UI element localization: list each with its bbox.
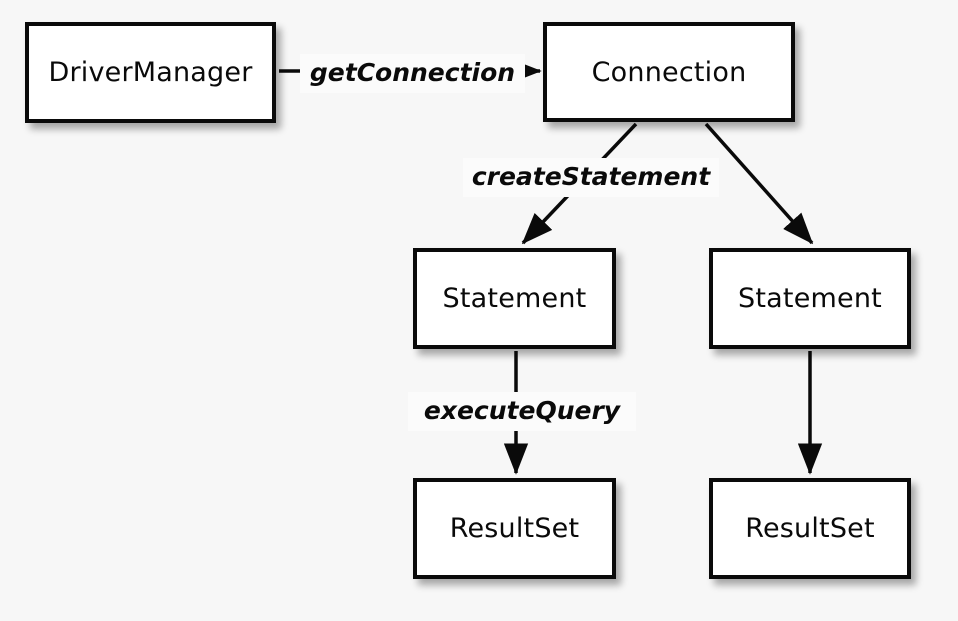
connector-create-statement-right: [704, 122, 814, 245]
node-statement-left[interactable]: Statement: [413, 248, 616, 349]
node-label-statement-right: Statement: [738, 283, 882, 314]
node-connection[interactable]: Connection: [543, 22, 795, 122]
node-label-connection: Connection: [591, 56, 747, 88]
node-label-driver-manager: DriverManager: [48, 57, 253, 88]
node-driver-manager[interactable]: DriverManager: [25, 22, 276, 123]
node-statement-right[interactable]: Statement: [709, 248, 911, 349]
edge-label-get-connection: getConnection: [300, 54, 525, 93]
node-label-resultset-right: ResultSet: [745, 513, 875, 544]
edge-label-execute-query: executeQuery: [408, 392, 636, 431]
node-resultset-left[interactable]: ResultSet: [413, 478, 616, 579]
node-label-resultset-left: ResultSet: [449, 513, 580, 544]
edge-label-create-statement: createStatement: [463, 158, 719, 197]
node-label-statement-left: Statement: [442, 283, 587, 314]
node-resultset-right[interactable]: ResultSet: [709, 478, 911, 579]
